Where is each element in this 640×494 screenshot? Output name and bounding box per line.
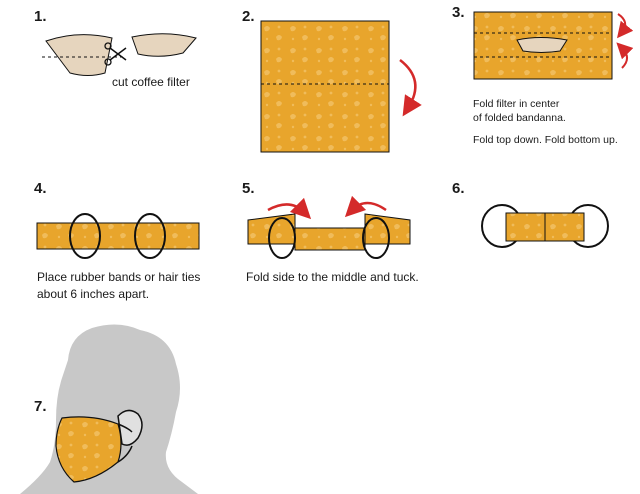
bandanna-strip	[36, 222, 200, 250]
step-number: 3.	[452, 4, 465, 21]
rubber-band-left	[69, 213, 101, 259]
step-4-caption-line-1: Place rubber bands or hair ties	[37, 270, 201, 284]
step-1-figure	[42, 33, 197, 76]
bandanna-square	[260, 20, 390, 153]
step-3-caption-line-1: Fold filter in center	[473, 98, 560, 110]
step-number: 7.	[34, 398, 47, 415]
red-fold-arrow-left	[267, 197, 312, 220]
ear	[117, 409, 143, 446]
fold-up-arrow	[616, 42, 634, 69]
rubber-band-right	[134, 213, 166, 259]
folded-strip	[247, 213, 296, 245]
step-number: 2.	[242, 8, 255, 25]
step-6-figure	[481, 204, 609, 248]
step-number: 5.	[242, 180, 255, 197]
scissors-icon	[104, 42, 127, 66]
step-number: 6.	[452, 180, 465, 197]
step-4-caption-line-2: about 6 inches apart.	[37, 287, 150, 301]
fold-down-arrow	[617, 13, 634, 39]
red-fold-arrow-right	[344, 195, 387, 218]
mask-on-face	[55, 416, 122, 483]
step-3-figure	[473, 11, 634, 80]
step-3-caption-line-2: of folded bandanna.	[473, 112, 566, 124]
rubber-band-left	[268, 217, 296, 259]
step-number: 4.	[34, 180, 47, 197]
step-number: 1.	[34, 8, 47, 25]
step-5-caption: Fold side to the middle and tuck.	[246, 270, 419, 284]
step-2-figure	[260, 20, 422, 153]
coffee-filter-left	[45, 34, 113, 76]
step-7-figure	[20, 324, 198, 494]
step-1-caption: cut coffee filter	[112, 75, 190, 89]
step-5-figure	[247, 195, 411, 259]
red-fold-arrow	[399, 59, 422, 117]
step-3-caption-line-3: Fold top down. Fold bottom up.	[473, 134, 618, 146]
coffee-filter-center	[516, 37, 568, 53]
coffee-filter-right	[131, 33, 197, 57]
step-4-figure	[36, 213, 200, 259]
rubber-band-right	[362, 217, 390, 259]
